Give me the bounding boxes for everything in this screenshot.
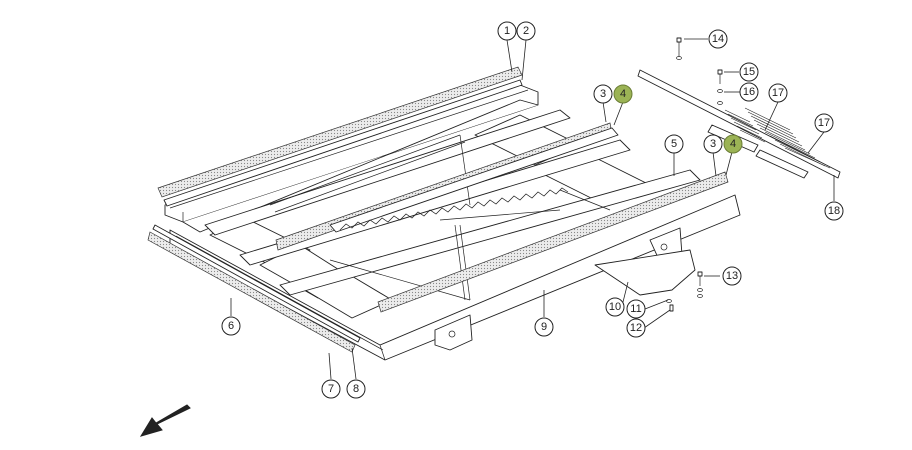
svg-text:15: 15 bbox=[743, 66, 755, 78]
callout-11: 11 bbox=[626, 299, 646, 319]
svg-text:2: 2 bbox=[523, 25, 529, 37]
brush-bristles bbox=[724, 107, 831, 169]
callout-3-top: 3 bbox=[593, 84, 613, 104]
direction-arrow-icon bbox=[139, 404, 191, 437]
svg-text:1: 1 bbox=[504, 25, 510, 37]
callout-17-top: 17 bbox=[768, 83, 788, 103]
svg-text:5: 5 bbox=[671, 138, 677, 150]
svg-text:3: 3 bbox=[600, 88, 606, 100]
svg-text:11: 11 bbox=[630, 303, 641, 315]
brush-mounting-strip bbox=[637, 69, 841, 179]
frame-assembly bbox=[164, 84, 741, 361]
callout-7: 7 bbox=[321, 379, 341, 399]
callout-4-top: 4 bbox=[613, 84, 633, 104]
svg-text:17: 17 bbox=[772, 87, 784, 99]
washer-icon bbox=[717, 89, 723, 93]
svg-text:3: 3 bbox=[710, 138, 716, 150]
callout-17-right: 17 bbox=[814, 113, 834, 133]
svg-text:8: 8 bbox=[353, 383, 359, 395]
svg-text:12: 12 bbox=[630, 322, 642, 334]
svg-text:17: 17 bbox=[818, 117, 830, 129]
callout-2: 2 bbox=[516, 21, 536, 41]
svg-text:9: 9 bbox=[541, 321, 547, 333]
callout-18: 18 bbox=[824, 201, 844, 221]
svg-text:10: 10 bbox=[609, 301, 621, 313]
callout-16: 16 bbox=[739, 82, 759, 102]
svg-text:7: 7 bbox=[328, 383, 334, 395]
callout-4-right: 4 bbox=[723, 134, 743, 154]
screw-icon bbox=[717, 69, 723, 75]
left-end-rail bbox=[182, 99, 539, 233]
callout-12: 12 bbox=[626, 318, 646, 338]
callout-3-right: 3 bbox=[703, 134, 723, 154]
callout-13: 13 bbox=[722, 266, 742, 286]
callout-14: 14 bbox=[708, 29, 728, 49]
screw-icon bbox=[676, 37, 682, 43]
rear-seal-strip bbox=[157, 66, 523, 198]
callout-1: 1 bbox=[497, 21, 517, 41]
front-seal-strip bbox=[377, 171, 729, 313]
callout-5: 5 bbox=[664, 134, 684, 154]
toothed-rail bbox=[329, 127, 619, 233]
callout-15: 15 bbox=[739, 62, 759, 82]
svg-text:13: 13 bbox=[726, 270, 738, 282]
lower-plate bbox=[594, 249, 696, 296]
plate-hardware bbox=[666, 271, 703, 312]
svg-text:4: 4 bbox=[620, 88, 626, 100]
callout-9: 9 bbox=[534, 317, 554, 337]
rear-side-rail bbox=[164, 84, 539, 223]
hinge-bracket-left bbox=[434, 314, 473, 351]
svg-text:16: 16 bbox=[743, 86, 755, 98]
svg-text:18: 18 bbox=[828, 205, 840, 217]
svg-text:14: 14 bbox=[712, 33, 724, 45]
brush-assembly bbox=[637, 37, 841, 179]
callouts: 1 2 3 4 5 3 4 6 bbox=[221, 21, 844, 399]
brush-plate-right bbox=[755, 149, 809, 179]
left-edge-rubber bbox=[152, 224, 361, 343]
leader-lines bbox=[230, 38, 835, 380]
callout-6: 6 bbox=[221, 316, 241, 336]
teeth bbox=[339, 187, 569, 231]
inner-beam-front bbox=[279, 169, 701, 296]
rear-rubber-strip bbox=[163, 79, 523, 207]
callout-8: 8 bbox=[346, 379, 366, 399]
left-edge-strip bbox=[147, 231, 356, 353]
inner-beam-rear bbox=[204, 109, 571, 236]
callout-10: 10 bbox=[605, 297, 625, 317]
svg-text:6: 6 bbox=[228, 320, 234, 332]
svg-text:4: 4 bbox=[730, 138, 736, 150]
seal-strips bbox=[147, 66, 729, 353]
